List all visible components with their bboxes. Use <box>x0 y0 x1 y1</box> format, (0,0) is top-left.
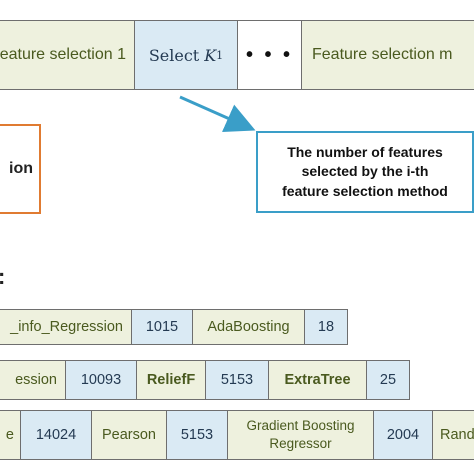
row2-count-2: 5153 <box>205 360 269 400</box>
orange-method-box: ion <box>0 124 41 214</box>
row3-count-3: 2004 <box>373 410 433 460</box>
row2-method-2: ReliefF <box>136 360 206 400</box>
ellipsis-cell: • • • <box>237 20 302 90</box>
row2-method-3-label: ExtraTree <box>284 372 351 388</box>
feature-selection-m-cell: Feature selection m <box>301 20 474 90</box>
row3-method-3: Gradient Boosting Regressor <box>227 410 374 460</box>
row3-method-2: Pearson <box>91 410 167 460</box>
ellipsis-label: • • • <box>245 43 294 66</box>
row3-method-1: e <box>0 410 21 460</box>
callout-line-1: The number of features <box>287 143 443 160</box>
row2-count-1-label: 10093 <box>80 372 122 388</box>
row1-method-1-label: _info_Regression <box>10 319 123 335</box>
feature-selection-1-label: Feature selection 1 <box>0 46 126 63</box>
row1-count-2-label: 18 <box>317 319 335 335</box>
row1-count-1: 1015 <box>131 309 193 345</box>
k-variable: K <box>204 45 217 65</box>
callout-box: The number of features selected by the i… <box>256 131 474 213</box>
row3-method-2-label: Pearson <box>101 427 156 443</box>
row2-count-3-label: 25 <box>379 372 397 388</box>
callout-line-2: selected by the i-th <box>301 163 429 180</box>
callout-line-3: feature selection method <box>282 182 448 199</box>
row3-count-1: 14024 <box>20 410 92 460</box>
orange-box-label: ion <box>9 160 33 177</box>
row1-method-2-label: AdaBoosting <box>207 319 290 335</box>
row2-count-3: 25 <box>366 360 410 400</box>
row2-method-1-label: ession <box>15 372 57 388</box>
feature-selection-1-cell: Feature selection 1 <box>0 20 135 90</box>
row2-count-1: 10093 <box>65 360 137 400</box>
row3-method-3-line-1: Gradient Boosting <box>246 418 355 434</box>
section-label: : <box>0 264 5 290</box>
row2-method-2-label: ReliefF <box>146 372 196 388</box>
k-subscript: 1 <box>216 48 224 62</box>
row1-method-1: _info_Regression <box>0 309 132 345</box>
select-label: Select <box>148 45 200 65</box>
row3-method-4: Rand <box>432 410 474 460</box>
row3-method-3-line-2: Regressor <box>269 436 332 451</box>
row3-count-1-label: 14024 <box>35 427 77 443</box>
row2-count-2-label: 5153 <box>220 372 254 388</box>
row3-count-2-label: 5153 <box>180 427 214 443</box>
row2-method-1: ession <box>0 360 66 400</box>
row3-method-4-label: Rand <box>440 427 474 443</box>
row3-count-2: 5153 <box>166 410 228 460</box>
row3-method-1-label: e <box>5 427 14 443</box>
row1-count-1-label: 1015 <box>145 319 179 335</box>
row1-count-2: 18 <box>304 309 348 345</box>
row1-method-2: AdaBoosting <box>192 309 305 345</box>
feature-selection-m-label: Feature selection m <box>312 46 453 63</box>
row3-count-3-label: 2004 <box>386 427 420 443</box>
row2-method-3: ExtraTree <box>268 360 367 400</box>
